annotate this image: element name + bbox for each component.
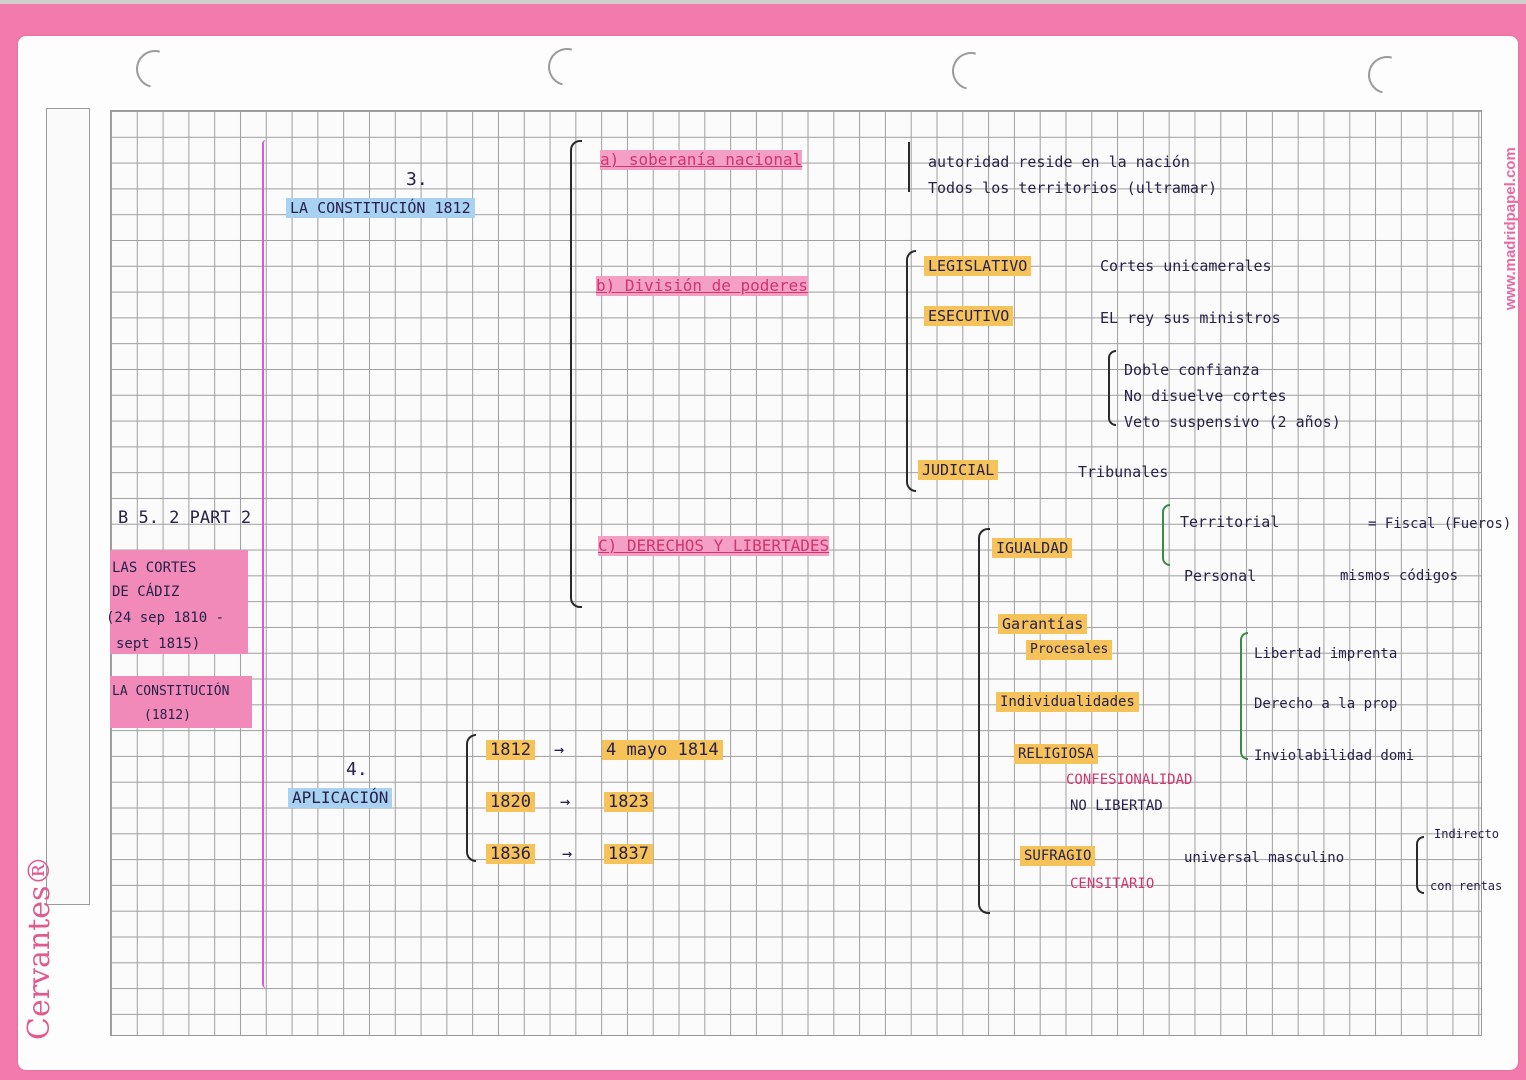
brace-poderes (906, 250, 916, 492)
brace-igualdad (1162, 504, 1170, 566)
igualdad-personal: Personal (1184, 567, 1257, 585)
graph-paper-grid (110, 110, 1482, 1036)
side-line-2: DE CÁDIZ (112, 584, 180, 600)
derechos-label: C) DERECHOS Y LIBERTADES (598, 536, 830, 556)
period-2-end: 1823 (604, 792, 653, 812)
period-3-start: 1836 (486, 844, 535, 864)
section3-number: 3. (406, 169, 428, 190)
side-line-3: (24 sep 1810 - (106, 610, 225, 626)
brace-derechos (978, 528, 990, 914)
period-1-end: 4 mayo 1814 (602, 740, 723, 760)
soberania-line-1: autoridad reside en la nación (928, 153, 1190, 171)
period-1-start: 1812 (486, 740, 535, 760)
judicial-tag: JUDICIAL (918, 460, 999, 480)
brace-soberania (908, 142, 914, 192)
sufragio-tag: SUFRAGIO (1020, 846, 1096, 866)
religiosa-sub-2: NO LIBERTAD (1070, 798, 1163, 814)
period-3-end: 1837 (604, 844, 653, 864)
side-line-1: LAS CORTES (112, 560, 197, 576)
judicial-text: Tribunales (1078, 463, 1169, 481)
ejecutivo-text: EL rey sus ministros (1100, 309, 1281, 327)
igualdad-territorial-result: = Fiscal (Fueros) (1368, 516, 1512, 532)
arrow-icon: → (562, 844, 573, 864)
ejecutivo-note-3: Veto suspensivo (2 años) (1124, 413, 1341, 431)
side-highlight-2 (110, 676, 252, 728)
arrow-icon: → (560, 792, 571, 812)
legislativo-text: Cortes unicamerales (1100, 257, 1272, 275)
sufragio-sub: CENSITARIO (1070, 876, 1155, 892)
soberania-label: a) soberanía nacional (600, 150, 803, 170)
website-url: www.madridpapel.com (1502, 147, 1519, 310)
igualdad-personal-result: mismos códigos (1340, 568, 1459, 584)
soberania-line-2: Todos los territorios (ultramar) (928, 179, 1217, 197)
igualdad-tag: IGUALDAD (992, 538, 1073, 558)
ejecutivo-note-2: No disuelve cortes (1124, 387, 1287, 405)
religiosa-sub-1: CONFESIONALIDAD (1066, 772, 1193, 788)
brace-individualidades (1240, 632, 1248, 760)
individualidades-tag: Individualidades (996, 692, 1139, 712)
individualidades-item-3: Inviolabilidad domi (1254, 748, 1415, 764)
garantias-line-1: Garantías (998, 614, 1088, 634)
sufragio-text: universal masculino (1184, 850, 1345, 866)
igualdad-territorial: Territorial (1180, 513, 1280, 531)
legislativo-tag: LEGISLATIVO (924, 256, 1032, 276)
side-line-6: (1812) (144, 708, 191, 723)
ejecutivo-tag: ESECUTIVO (924, 306, 1014, 326)
section3-title: LA CONSTITUCIÓN 1812 (286, 198, 475, 218)
individualidades-item-2: Derecho a la prop (1254, 696, 1398, 712)
brand-logo: Cervantes® (22, 855, 57, 1040)
side-line-4: sept 1815) (116, 636, 201, 652)
garantias-line-2: Procesales (1026, 640, 1113, 660)
main-divider-line (262, 140, 270, 988)
brace-ejecutivo-notes (1108, 350, 1116, 426)
religiosa-tag: RELIGIOSA (1014, 744, 1098, 764)
section4-number: 4. (346, 759, 368, 780)
margin-box (46, 108, 90, 905)
sufragio-option-1: Indirecto (1434, 827, 1500, 841)
arrow-icon: → (554, 740, 565, 760)
period-2-start: 1820 (486, 792, 535, 812)
brace-section3 (570, 140, 582, 608)
side-highlight-1 (110, 550, 248, 654)
ejecutivo-note-1: Doble confianza (1124, 361, 1260, 379)
sufragio-option-2: con rentas (1430, 879, 1503, 893)
top-edge (0, 0, 1526, 4)
unit-label: B 5. 2 PART 2 (118, 508, 252, 528)
brace-sufragio-options (1416, 836, 1424, 894)
individualidades-item-1: Libertad imprenta (1254, 646, 1398, 662)
side-line-5: LA CONSTITUCIÓN (112, 684, 230, 699)
poderes-label: b) División de poderes (596, 276, 808, 296)
brace-aplicacion (466, 734, 476, 862)
section4-title: APLICACIÓN (288, 788, 393, 808)
